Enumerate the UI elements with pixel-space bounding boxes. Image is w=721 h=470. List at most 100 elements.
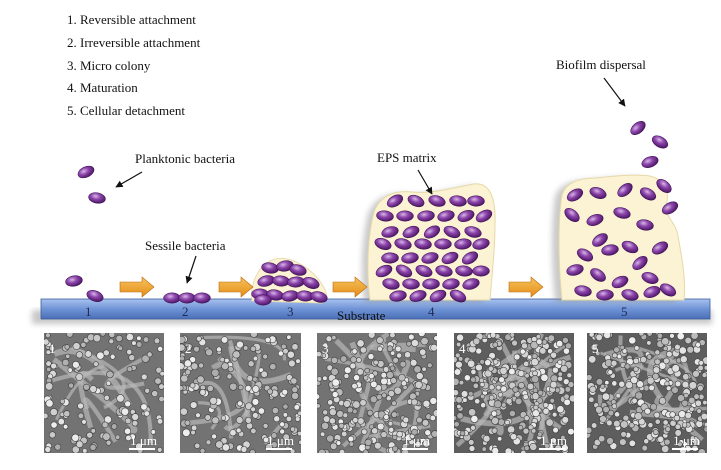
process-arrow-1	[119, 276, 155, 298]
bacterium	[611, 275, 629, 289]
bacterium	[435, 265, 453, 277]
bacterium	[564, 207, 580, 223]
bacterium	[621, 289, 639, 301]
bacterium	[651, 241, 669, 255]
bacterium	[472, 265, 490, 277]
legend-item: 5. Cellular detachment	[67, 103, 186, 119]
bacterium	[386, 194, 404, 208]
bacterium	[389, 290, 407, 302]
sem-micrograph	[317, 333, 437, 453]
bacterium	[395, 264, 413, 278]
scale-label: 1 μm	[130, 433, 157, 448]
sem-micrograph	[180, 333, 301, 453]
bacterium	[407, 194, 425, 208]
eps-matrix-stage-5	[558, 174, 686, 301]
scale-bar	[129, 448, 155, 450]
sem-panel-1: 1 1 μm	[44, 333, 164, 453]
stage-number-5: 5	[621, 304, 628, 319]
bacterium	[401, 252, 419, 264]
stage-number-1: 1	[85, 304, 92, 319]
bacterium	[574, 285, 592, 297]
bacterium	[381, 252, 399, 264]
bacterium	[415, 265, 433, 277]
scale-label: 1 μm	[673, 433, 700, 448]
bacterium	[428, 195, 446, 207]
bacterium	[375, 264, 393, 278]
legend-item: 4. Maturation	[67, 80, 138, 96]
bacterium	[443, 225, 461, 239]
dispersal-label: Biofilm dispersal	[556, 57, 646, 72]
scale-label: 1 μm	[403, 433, 430, 448]
bacterium	[417, 210, 435, 222]
bacterium	[414, 238, 432, 250]
bacterium	[661, 201, 679, 215]
legend-item: 3. Micro colony	[67, 57, 151, 73]
pointer-planktonic	[115, 171, 143, 188]
bacterium	[590, 268, 606, 282]
bacterium	[254, 294, 272, 306]
bacterium	[381, 226, 399, 238]
legend-item: 2. Irreversible attachment	[67, 34, 201, 50]
stage-legend: 1. Reversible attachment 2. Irreversible…	[67, 9, 200, 123]
sem-micrograph	[454, 333, 574, 453]
bacterium	[449, 289, 467, 303]
bacterium	[382, 278, 400, 290]
bacterium	[641, 156, 659, 168]
bacterium	[302, 277, 320, 289]
scale-bar	[402, 448, 428, 450]
bacterium	[659, 283, 677, 297]
stage-number-2: 2	[182, 304, 189, 319]
scale-bar	[672, 448, 698, 450]
bacteria-layer	[65, 120, 679, 306]
bacterium	[656, 178, 672, 194]
bacterium	[193, 292, 211, 304]
bacterium	[566, 188, 584, 202]
bacterium	[163, 292, 181, 304]
bacterium	[576, 248, 594, 262]
process-arrow-2	[218, 276, 254, 298]
stage-number-4: 4	[428, 304, 435, 319]
bacterium	[596, 289, 614, 301]
bacterium	[441, 251, 459, 265]
bacterium	[592, 233, 608, 247]
sem-panel-3: 3 1 μm	[317, 333, 437, 453]
sem-panel-4: 4 1 μm	[454, 333, 574, 453]
bacterium	[402, 278, 420, 290]
bacterium	[276, 260, 294, 272]
bacterium	[449, 195, 467, 207]
scale-bar	[539, 448, 565, 450]
bacterium	[475, 209, 493, 223]
bacterium	[639, 187, 657, 201]
scale-label: 1 μm	[267, 433, 294, 448]
planktonic-label: Planktonic bacteria	[135, 151, 235, 166]
pointer-eps	[417, 169, 433, 195]
bacterium	[376, 210, 394, 222]
eps-label: EPS matrix	[377, 150, 437, 165]
bacterium	[636, 219, 654, 231]
substrate-label: Substrate	[337, 308, 386, 323]
bacterium	[429, 289, 447, 303]
bacterium	[374, 238, 392, 250]
bacterium	[566, 264, 584, 276]
sem-panel-5: 5 1 μm	[587, 333, 707, 453]
sessile-label: Sessile bacteria	[145, 238, 226, 253]
bacterium	[461, 251, 479, 265]
bacterium	[402, 225, 420, 239]
stage-arrows	[119, 276, 544, 298]
bacterium	[394, 238, 412, 250]
bacterium	[586, 214, 604, 226]
sem-panel-2: 2 1 μm	[180, 333, 301, 453]
sem-micrograph	[44, 333, 164, 453]
bacterium	[632, 255, 648, 271]
bacterium	[88, 192, 106, 204]
bacterium	[613, 207, 631, 219]
bacterium	[457, 210, 475, 222]
bacterium	[643, 286, 661, 298]
bacterium	[630, 120, 646, 136]
bacterium	[464, 226, 482, 238]
process-arrow-3	[332, 276, 368, 298]
bacterium	[651, 135, 669, 149]
bacterium	[437, 210, 455, 222]
bacterium	[641, 272, 659, 284]
bacterium	[442, 278, 460, 290]
